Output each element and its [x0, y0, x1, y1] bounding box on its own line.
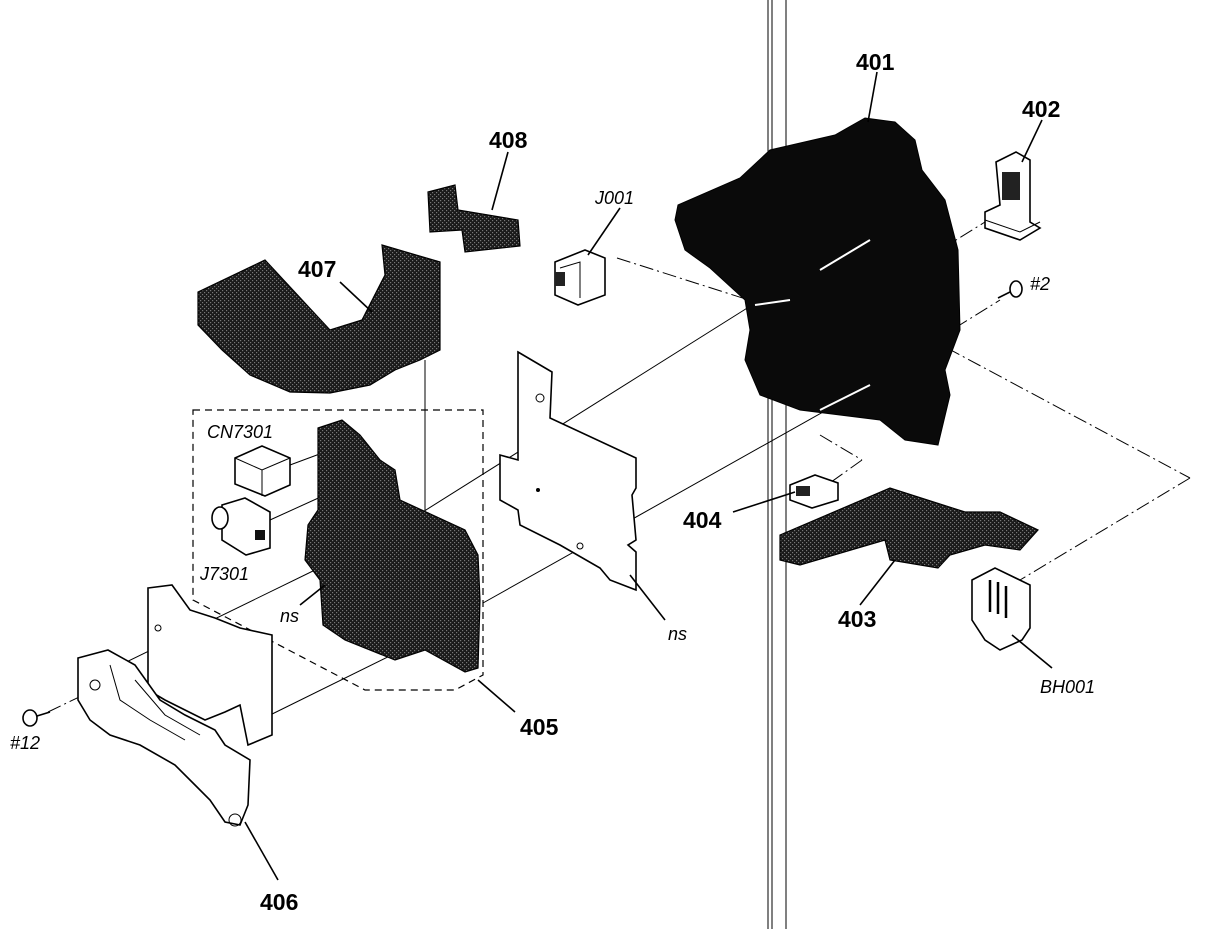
- label-401: 401: [856, 49, 895, 75]
- label-ns-left: ns: [280, 606, 299, 626]
- part-408-flex-strip: [427, 184, 521, 253]
- label-403: 403: [838, 606, 876, 632]
- label-cn7301: CN7301: [207, 422, 273, 442]
- label-j7301: J7301: [199, 564, 249, 584]
- part-406-frame: [77, 584, 273, 827]
- label-j001: J001: [594, 188, 634, 208]
- screw-12: [22, 709, 51, 727]
- label-405: 405: [520, 714, 559, 740]
- label-ns-right: ns: [668, 624, 687, 644]
- part-403-flex-board: [779, 487, 1039, 569]
- part-402-bracket: [984, 151, 1042, 241]
- label-404: 404: [683, 507, 722, 533]
- label-408: 408: [489, 127, 528, 153]
- connector-j7301: [211, 497, 271, 556]
- shield-plate-ns: [499, 350, 637, 592]
- leader-lines: [244, 71, 1053, 881]
- part-407-flex-cable: [197, 244, 441, 394]
- part-401-housing: [674, 117, 961, 446]
- part-405-circuit-board: [304, 419, 481, 673]
- label-screw-2: #2: [1030, 274, 1050, 294]
- label-407: 407: [298, 256, 336, 282]
- connector-cn7301: [234, 445, 291, 497]
- battery-holder-bh001: [971, 567, 1031, 651]
- label-bh001: BH001: [1040, 677, 1095, 697]
- label-screw-12: #12: [10, 733, 40, 753]
- label-406: 406: [260, 889, 298, 915]
- label-402: 402: [1022, 96, 1060, 122]
- part-401-highlights: [754, 239, 871, 411]
- part-labels: 401 402 408 J001 407 #2 CN7301 404 J7301…: [10, 49, 1095, 915]
- part-405-group-outline: [192, 409, 484, 691]
- screw-2: [997, 280, 1023, 299]
- connector-j001: [554, 249, 606, 306]
- page-fold-lines: [767, 0, 787, 929]
- part-404-switch: [789, 474, 839, 509]
